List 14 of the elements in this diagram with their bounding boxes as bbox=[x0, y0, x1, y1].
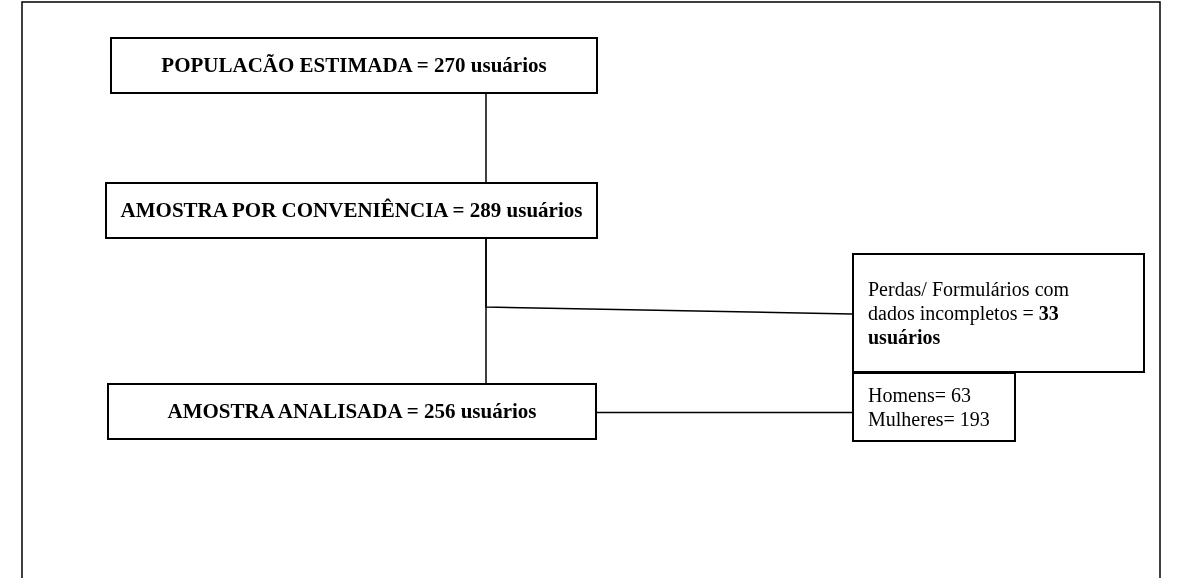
breakdown-box bbox=[852, 372, 1016, 442]
process-box bbox=[105, 182, 598, 239]
connector-line bbox=[596, 411, 853, 414]
box-text: Perdas/ Formulários com dados incompletos = 33 usuários bbox=[867, 277, 1071, 349]
box-text: AMOSTRA POR CONVENIÊNCIA = 289 usuários bbox=[119, 198, 584, 223]
box-text: AMOSTRA ANALISADA = 256 usuários bbox=[166, 399, 538, 424]
connector-line bbox=[485, 238, 487, 384]
connector-line bbox=[485, 93, 487, 183]
box-text: POPULACÃO ESTIMADA = 270 usuários bbox=[160, 53, 548, 78]
process-box bbox=[107, 383, 597, 440]
exclusion-box bbox=[852, 253, 1145, 373]
box-text: Mulheres= 193 bbox=[867, 407, 991, 431]
box-text: Homens= 63 bbox=[867, 383, 972, 407]
process-box bbox=[110, 37, 598, 94]
